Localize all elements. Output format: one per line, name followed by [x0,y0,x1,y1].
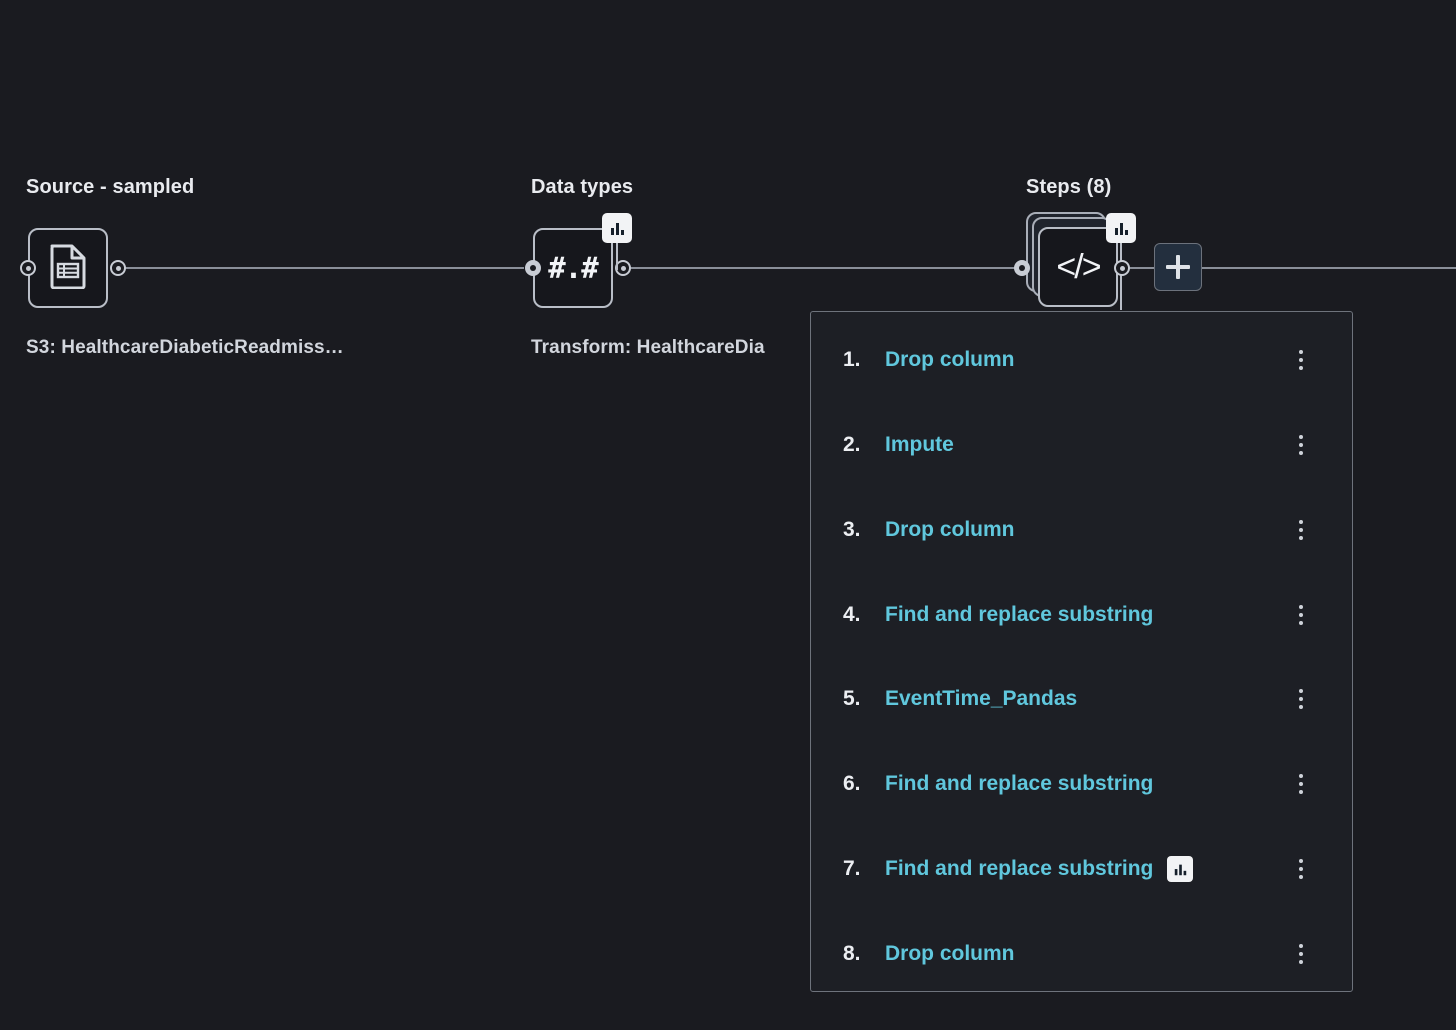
step-index: 2. [843,433,861,456]
source-output-port[interactable] [110,260,126,276]
kebab-dot [1299,520,1303,524]
kebab-dot [1299,875,1303,879]
step-index: 7. [843,857,861,880]
step-options-button[interactable] [1290,939,1312,969]
kebab-dot [1299,689,1303,693]
list-item[interactable]: 8. Drop column [811,929,1352,979]
source-node-title: Source - sampled [26,176,195,198]
number-format-icon: #.# [548,251,598,285]
steps-input-port[interactable] [1014,260,1030,276]
edge-datatypes-to-steps [620,267,1018,269]
step-index: 6. [843,772,861,795]
kebab-dot [1299,451,1303,455]
edge-steps-to-add [1122,267,1154,269]
step-index: 3. [843,518,861,541]
step-options-button[interactable] [1290,345,1312,375]
step-options-button[interactable] [1290,684,1312,714]
list-item[interactable]: 1. Drop column [811,335,1352,385]
steps-output-port[interactable] [1114,260,1130,276]
data-types-node-caption: Transform: HealthcareDia [531,337,765,358]
list-item[interactable]: 2. Impute [811,420,1352,470]
list-item[interactable]: 3. Drop column [811,505,1352,555]
kebab-dot [1299,952,1303,956]
step-index: 5. [843,687,861,710]
kebab-dot [1299,944,1303,948]
kebab-dot [1299,621,1303,625]
kebab-dot [1299,528,1303,532]
kebab-dot [1299,859,1303,863]
bar-chart-icon [1174,864,1187,875]
source-input-port[interactable] [20,260,36,276]
code-brackets-icon: </> [1056,247,1101,286]
steps-node[interactable]: </> [1038,227,1118,307]
step-label[interactable]: Find and replace substring [885,857,1154,880]
kebab-dot [1299,782,1303,786]
step-options-button[interactable] [1290,600,1312,630]
kebab-dot [1299,435,1303,439]
kebab-dot [1299,960,1303,964]
source-node-caption: S3: HealthcareDiabeticReadmiss… [26,337,344,358]
bar-chart-icon [1114,222,1128,235]
step-options-button[interactable] [1290,854,1312,884]
step-chart-badge[interactable] [1167,856,1194,882]
steps-chart-badge[interactable] [1106,213,1136,243]
kebab-dot [1299,443,1303,447]
step-label[interactable]: Drop column [885,348,1015,371]
kebab-dot [1299,366,1303,370]
list-item[interactable]: 4. Find and replace substring [811,590,1352,640]
step-options-button[interactable] [1290,769,1312,799]
kebab-dot [1299,705,1303,709]
document-table-icon [48,243,88,294]
data-types-chart-badge[interactable] [602,213,632,243]
step-label[interactable]: Drop column [885,942,1015,965]
list-item[interactable]: 5. EventTime_Pandas [811,674,1352,724]
step-index: 8. [843,942,861,965]
kebab-dot [1299,350,1303,354]
kebab-dot [1299,613,1303,617]
step-index: 4. [843,603,861,626]
source-node[interactable] [28,228,108,308]
data-types-input-port[interactable] [525,260,541,276]
data-types-node[interactable]: #.# [533,228,613,308]
bar-chart-icon [610,222,624,235]
step-label[interactable]: Find and replace substring [885,772,1154,795]
add-node-button[interactable] [1154,243,1202,291]
step-options-button[interactable] [1290,430,1312,460]
plus-icon-vertical [1176,255,1180,279]
kebab-dot [1299,790,1303,794]
step-options-button[interactable] [1290,515,1312,545]
step-index: 1. [843,348,861,371]
step-label[interactable]: EventTime_Pandas [885,687,1078,710]
step-label[interactable]: Drop column [885,518,1015,541]
steps-node-title: Steps (8) [1026,176,1112,198]
kebab-dot [1299,358,1303,362]
kebab-dot [1299,697,1303,701]
step-label[interactable]: Find and replace substring [885,603,1154,626]
data-types-badge-stem [616,232,618,270]
list-item[interactable]: 6. Find and replace substring [811,759,1352,809]
list-item[interactable]: 7. Find and replace substring [811,844,1352,894]
steps-dropdown-panel[interactable]: 1. Drop column 2. Impute 3. [810,311,1353,992]
kebab-dot [1299,605,1303,609]
data-types-node-title: Data types [531,176,634,198]
kebab-dot [1299,774,1303,778]
step-label[interactable]: Impute [885,433,954,456]
kebab-dot [1299,536,1303,540]
edge-source-to-datatypes [118,267,524,269]
edge-add-to-right [1202,267,1456,269]
kebab-dot [1299,867,1303,871]
